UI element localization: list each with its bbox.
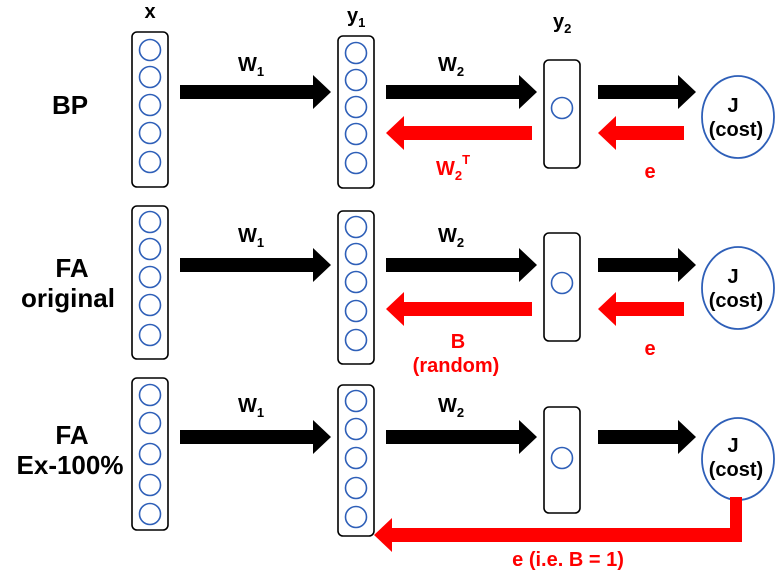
row-label-fa-ex100-1: FA [55, 420, 88, 450]
x-neurons [138, 210, 162, 347]
w1-label: W1 [238, 225, 264, 250]
svg-text:J: J [727, 95, 738, 117]
cost-node: J (cost) [701, 246, 775, 330]
row-fa-original: FA original J (cost) [21, 205, 775, 377]
row-label-bp: BP [52, 90, 88, 120]
svg-text:(cost): (cost) [709, 290, 763, 312]
forward-arrow-w1 [180, 75, 331, 109]
x-neurons [138, 38, 162, 174]
forward-arrow-w2 [386, 75, 537, 109]
row-label-fa-ex100-2: Ex-100% [17, 450, 124, 480]
y1-neurons [344, 41, 368, 175]
y2-layer [543, 232, 581, 342]
svg-text:(cost): (cost) [709, 119, 763, 141]
forward-arrow-w2 [386, 248, 537, 282]
y1-layer [337, 35, 375, 189]
w2-label: W2 [438, 54, 464, 79]
feedback-label-w2t: W2T [436, 152, 470, 183]
row-label-fa-original-1: FA [55, 253, 88, 283]
y1-neurons [344, 215, 368, 352]
x-layer [131, 31, 169, 188]
w2-label: W2 [438, 395, 464, 420]
forward-arrow-cost [598, 248, 696, 282]
svg-text:J: J [727, 435, 738, 457]
x-layer [131, 377, 169, 531]
x-neurons [138, 383, 162, 526]
feedback-label-e-b1: e (i.e. B = 1) [512, 549, 624, 571]
feedback-label-random: (random) [413, 355, 500, 377]
feedback-arrow-direct [374, 497, 742, 552]
svg-text:(cost): (cost) [709, 459, 763, 481]
cost-node: J (cost) [701, 75, 775, 159]
forward-arrow-w1 [180, 248, 331, 282]
forward-arrow-w1 [180, 420, 331, 454]
w1-label: W1 [238, 54, 264, 79]
y1-layer [337, 384, 375, 537]
forward-arrow-w2 [386, 420, 537, 454]
row-label-fa-original-2: original [21, 283, 115, 313]
e-label: e [644, 338, 655, 360]
y1-layer [337, 210, 375, 365]
feedback-arrow-w2t [386, 116, 532, 150]
w2-label: W2 [438, 225, 464, 250]
y2-neuron [550, 271, 574, 295]
e-label: e [644, 161, 655, 183]
svg-text:J: J [727, 266, 738, 288]
y1-header: y1 [347, 5, 365, 30]
feedback-arrow-e [598, 116, 684, 150]
x-layer [131, 205, 169, 360]
x-header: x [144, 1, 155, 23]
cost-node: J (cost) [701, 417, 775, 501]
y2-neuron [550, 96, 574, 120]
forward-arrow-cost [598, 420, 696, 454]
y2-neuron [550, 446, 574, 470]
row-fa-ex100: FA Ex-100% J (cost) W1 [17, 377, 775, 571]
row-bp: BP J (cost) W1 [52, 31, 775, 189]
y2-header: y2 [553, 11, 571, 36]
feedback-label-b: B [451, 331, 465, 353]
feedback-arrow-b [386, 292, 532, 326]
feedback-arrow-e [598, 292, 684, 326]
y2-layer [543, 59, 581, 169]
y2-layer [543, 406, 581, 514]
w1-label: W1 [238, 395, 264, 420]
forward-arrow-cost [598, 75, 696, 109]
y1-neurons [344, 389, 368, 529]
